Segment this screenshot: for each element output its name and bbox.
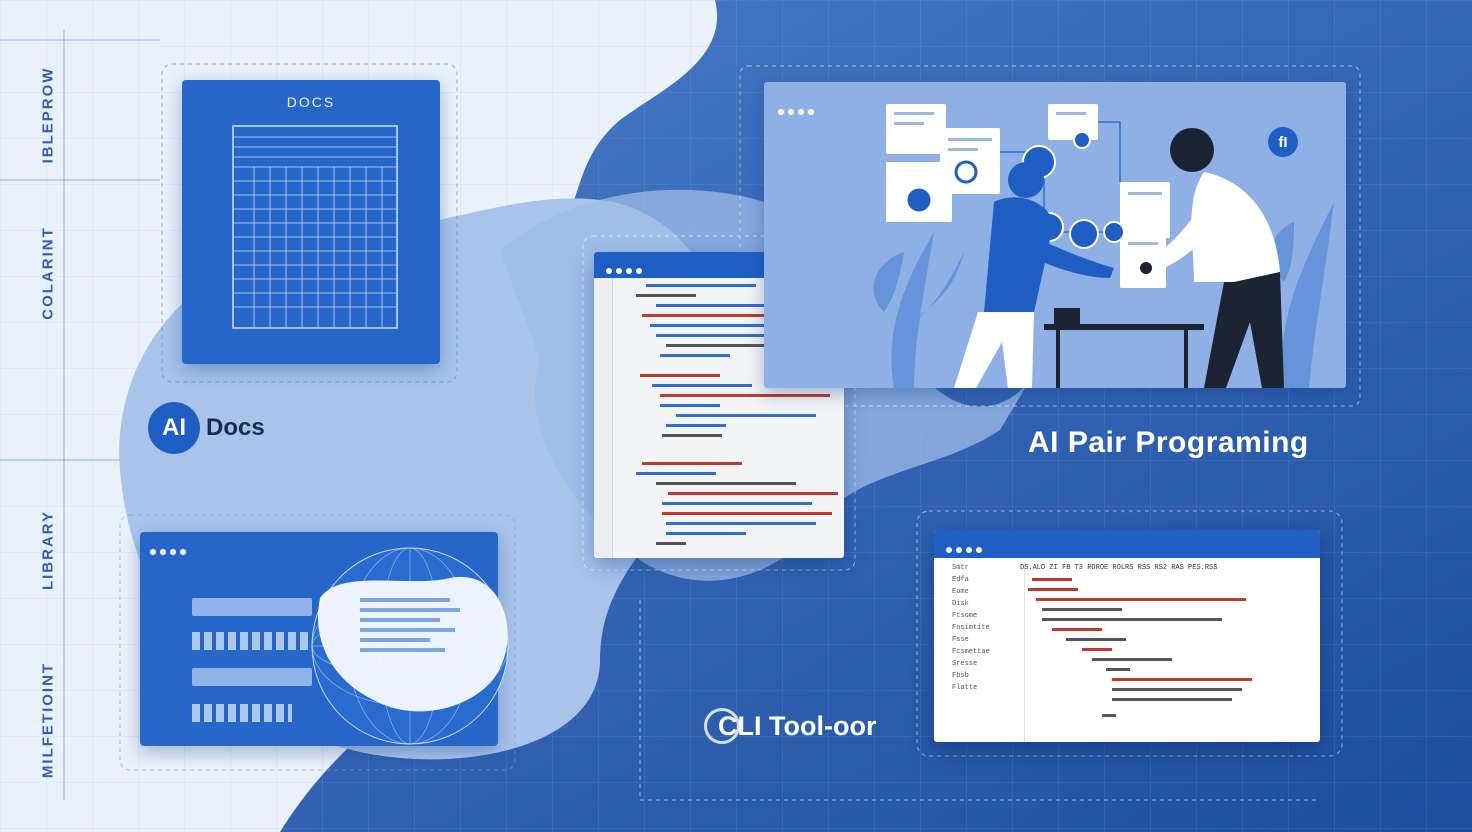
- pair-programming-title: AI Pair Programing: [1028, 426, 1309, 459]
- window-dots: [778, 102, 818, 120]
- docs-card[interactable]: DOCS: [182, 80, 440, 364]
- ai-docs-logo: AI Docs: [148, 402, 265, 454]
- cli-tool-label: CLI Tool-oor: [718, 710, 877, 741]
- editor-gutter: [594, 278, 613, 558]
- cli-window[interactable]: Smtr Edfa Eome Disk Ftsome Fnsimtite Fss…: [934, 530, 1320, 742]
- cli-tool-logo: CLI Tool-oor: [704, 708, 876, 744]
- ai-badge: AI: [148, 402, 200, 454]
- fi-badge: fI: [1268, 127, 1298, 157]
- window-dots: [150, 542, 190, 560]
- cli-sidebar: Smtr Edfa Eome Disk Ftsome Fnsimtite Fss…: [942, 562, 1025, 742]
- list-item[interactable]: [192, 598, 312, 616]
- docs-table-icon: [232, 125, 398, 329]
- side-label-bottom: MILFETIOINT: [39, 661, 57, 779]
- list-item[interactable]: [192, 668, 312, 686]
- side-label-middle-lower: LIBRARY: [39, 509, 57, 591]
- globe-icon: [311, 547, 509, 745]
- docs-card-title: DOCS: [286, 94, 336, 110]
- list-item[interactable]: [192, 632, 312, 650]
- side-label-top: IBLEPROW: [39, 66, 57, 164]
- cli-ring-icon: [704, 708, 740, 744]
- cli-titlebar: [934, 530, 1320, 558]
- pair-programming-panel[interactable]: fI: [764, 82, 1346, 388]
- code-lines: [636, 284, 838, 545]
- pair-programming-illustration: [873, 104, 1334, 388]
- list-item[interactable]: [192, 704, 292, 722]
- code-editor-window[interactable]: [594, 252, 844, 558]
- side-label-middle-upper: COLARINT: [39, 226, 57, 320]
- cli-header-text: DS.ALO ZI FB T3 ROROE ROLRS RSS RS2 RAS …: [1020, 564, 1218, 572]
- cli-code-lines: [1028, 578, 1252, 717]
- ai-docs-label: Docs: [206, 414, 265, 441]
